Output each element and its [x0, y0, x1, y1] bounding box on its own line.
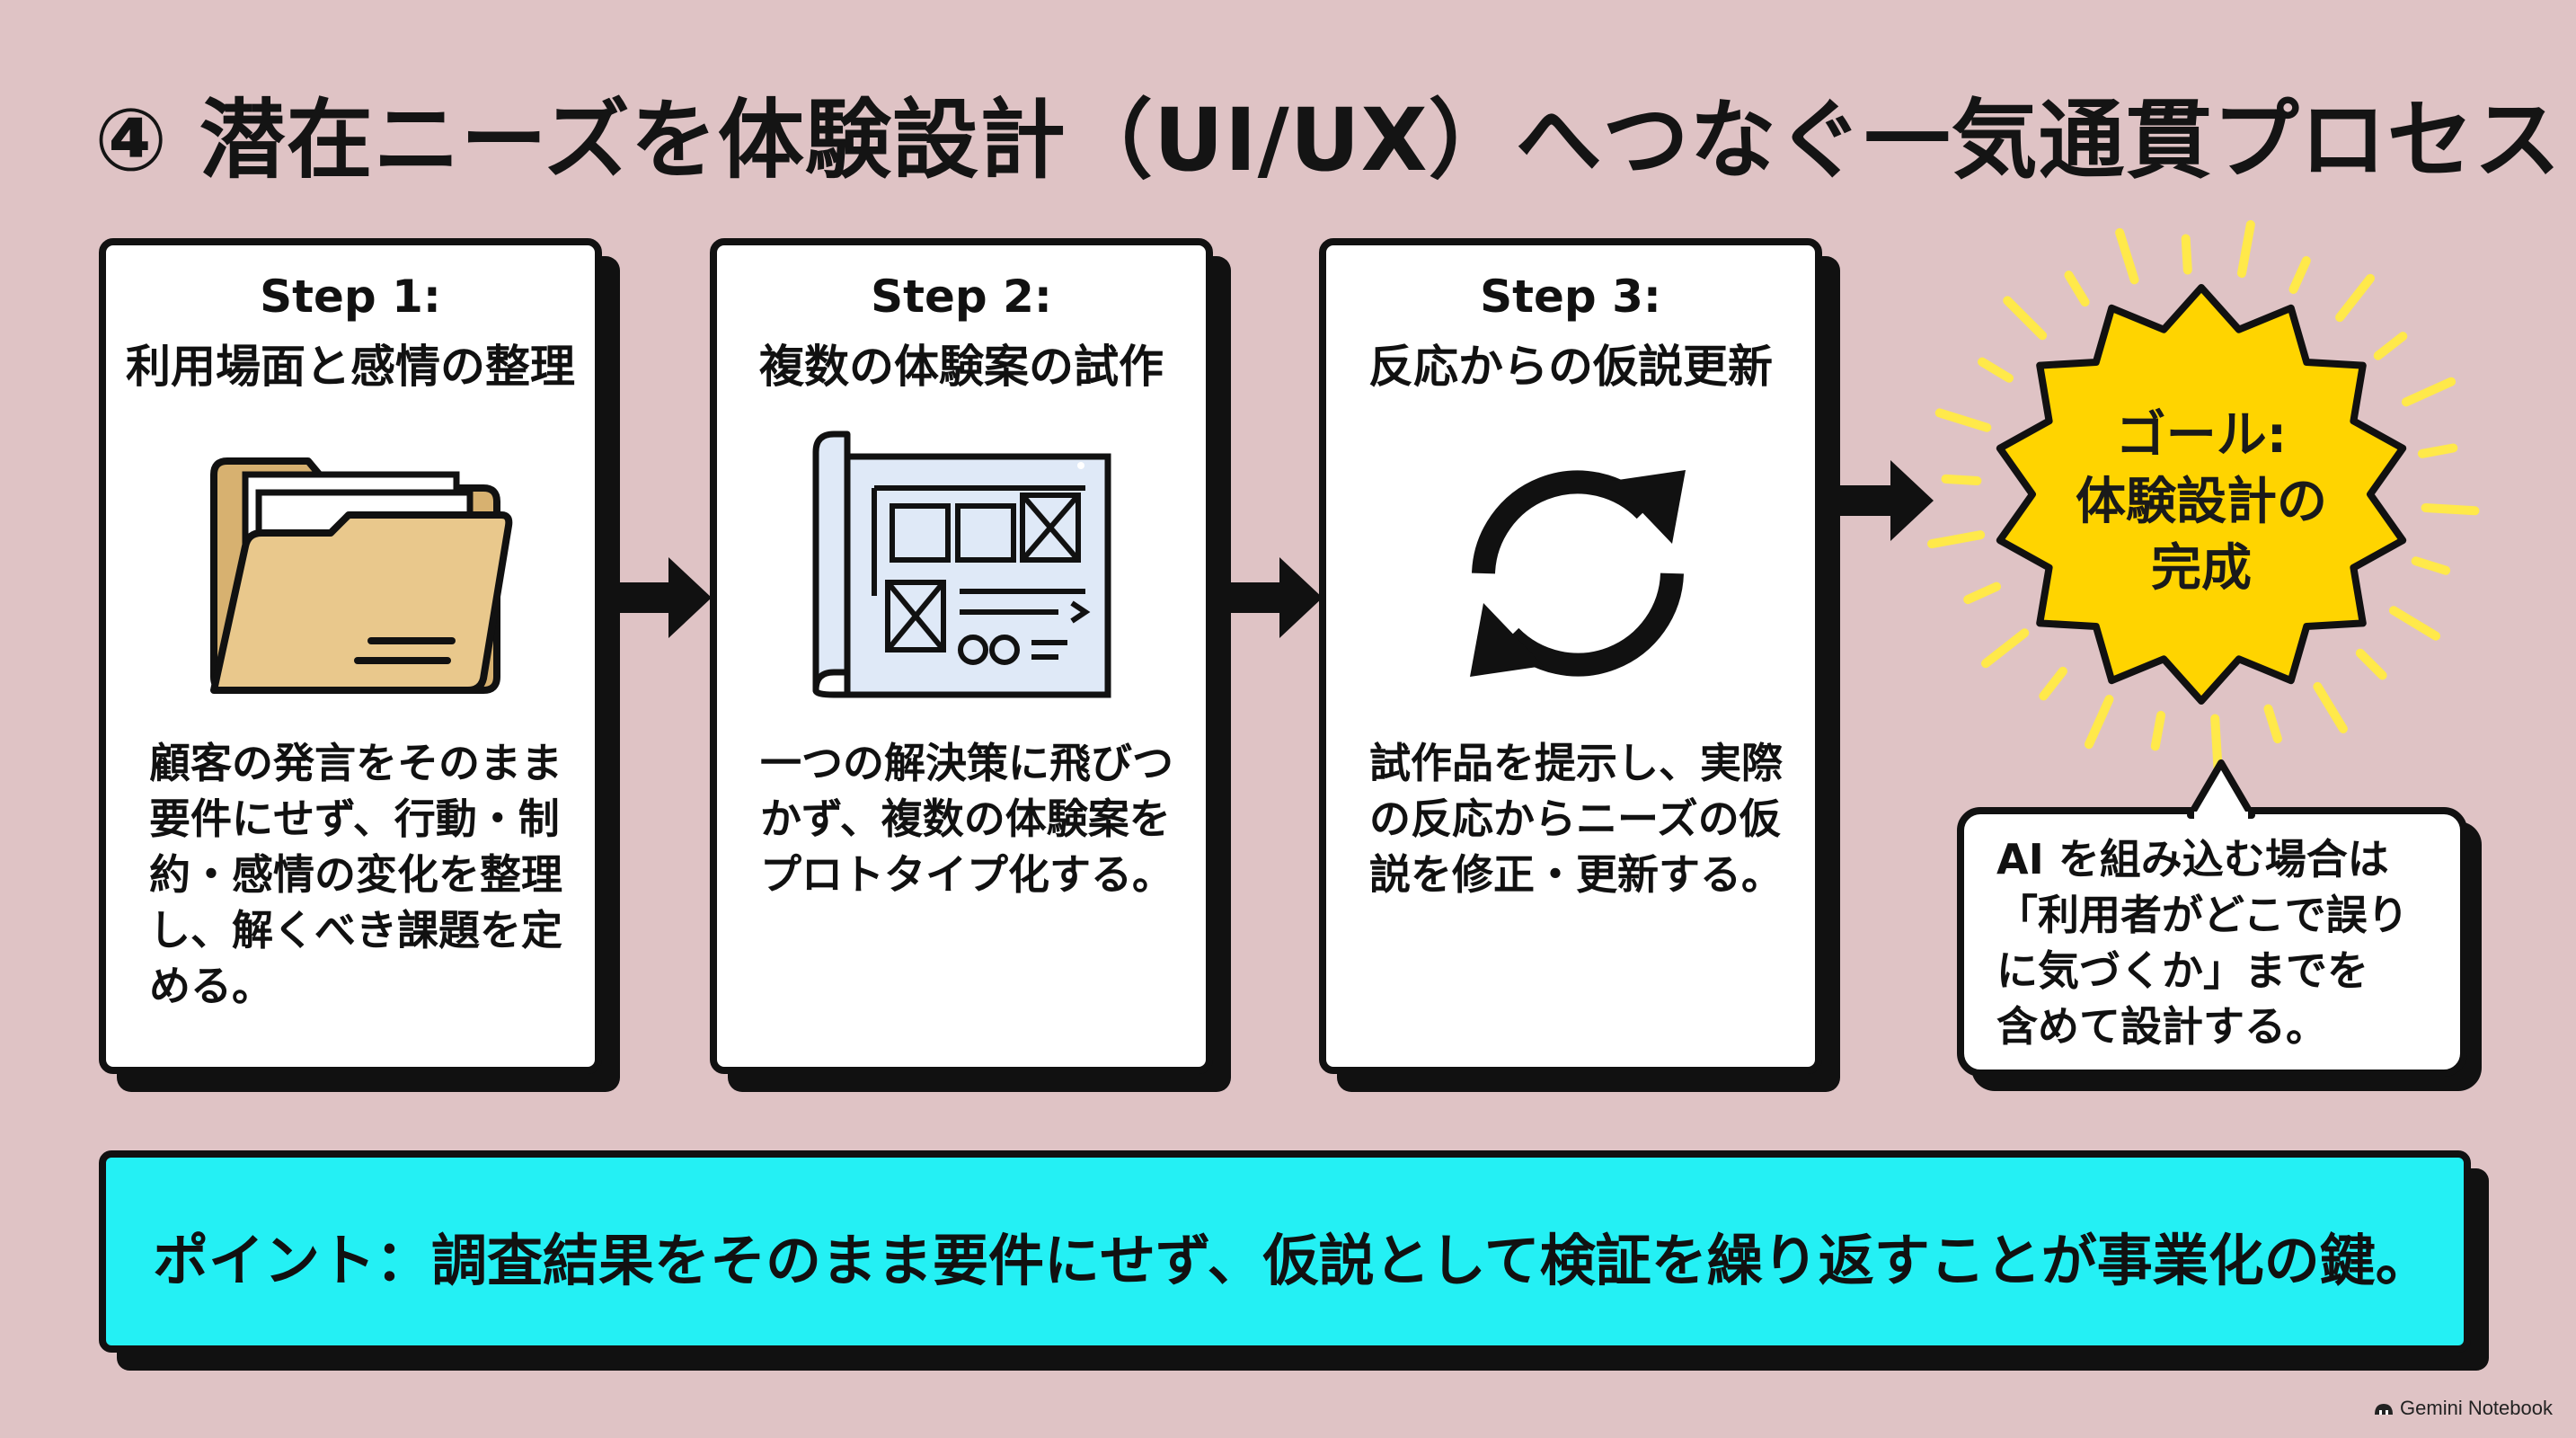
- page-title: ④ 潜在ニーズを体験設計（UI/UX）へつなぐ一気通貫プロセス: [94, 90, 2562, 191]
- sun-ray: [2003, 296, 2048, 341]
- sun-ray: [2084, 695, 2114, 750]
- arrow-right-icon: [1224, 557, 1323, 638]
- sun-ray: [2064, 271, 2090, 307]
- sun-ray: [2421, 502, 2480, 516]
- step-label: Step 2:: [871, 271, 1052, 323]
- wireframe-blueprint-icon: [812, 431, 1111, 698]
- footer-watermark: Gemini Notebook: [2373, 1397, 2553, 1420]
- refresh-cycle-icon: [1470, 470, 1686, 677]
- step-description: 試作品を提示し、実際 の反応からニーズの仮 説を修正・更新する。: [1369, 739, 1783, 899]
- step-label: Step 1:: [260, 271, 441, 323]
- sun-ray: [2401, 377, 2456, 407]
- sun-ray: [2210, 714, 2223, 773]
- sun-ray: [1978, 357, 2014, 383]
- sun-ray: [1963, 581, 2002, 605]
- sun-ray: [2181, 234, 2192, 275]
- step-description: 一つの解決策に飛びつ かず、複数の体験案を プロトタイプ化する。: [760, 739, 1173, 899]
- arrow-right-icon: [1835, 460, 1934, 541]
- step-heading: 利用場面と感情の整理: [126, 341, 575, 393]
- sun-ray: [2373, 332, 2408, 360]
- footer-text: Gemini Notebook: [2400, 1397, 2553, 1419]
- sun-ray: [2039, 666, 2067, 701]
- point-text: ポイント：調査結果をそのまま要件にせず、仮説として検証を繰り返すことが事業化の鍵…: [153, 1228, 2431, 1293]
- step-heading: 複数の体験案の試作: [759, 341, 1164, 393]
- step-heading: 反応からの仮説更新: [1368, 341, 1773, 393]
- step-label: Step 3:: [1480, 271, 1661, 323]
- step-1-card: Step 1: 利用場面と感情の整理 顧客の発言をそのまま 要件にせず、行動・制…: [99, 238, 602, 1074]
- sun-ray: [1934, 408, 1992, 432]
- step-3-card: Step 3: 反応からの仮説更新 試作品を提示し、実際 の反応からニーズの仮 …: [1319, 238, 1822, 1074]
- note-bubble: [1957, 807, 2467, 1077]
- sun-ray: [2313, 681, 2348, 733]
- step-2-card: Step 2: 複数の体験案の試作 一つの解決策に飛びつ: [710, 238, 1213, 1074]
- folder-icon: [210, 457, 513, 694]
- note-text: AI を組み込む場合は 「利用者がどこで誤り に気づくか」までを 含めて設計する…: [1996, 835, 2409, 1051]
- goal-label: ゴール: 体験設計の 完成: [2076, 406, 2327, 598]
- arrow-right-icon: [613, 557, 712, 638]
- sun-ray: [2263, 704, 2282, 744]
- sun-ray: [2335, 273, 2375, 323]
- sunburst-icon: [1927, 219, 2480, 773]
- sun-ray: [2417, 443, 2458, 458]
- notebook-logo-icon: [2375, 1404, 2394, 1415]
- sun-ray: [1980, 628, 2030, 669]
- sun-ray: [2150, 710, 2166, 751]
- sun-ray: [2388, 606, 2441, 641]
- sun-ray: [2411, 556, 2451, 575]
- sun-ray: [2236, 219, 2255, 279]
- step-description: 顧客の発言をそのまま 要件にせず、行動・制 約・感情の変化を整理 し、解くべき課…: [149, 739, 562, 1010]
- sun-ray: [2288, 256, 2311, 294]
- point-banner: [99, 1150, 2471, 1353]
- sun-ray: [2355, 648, 2387, 680]
- bubble-tail: [2187, 759, 2255, 819]
- sun-ray: [1941, 474, 1982, 486]
- sun-ray: [1927, 530, 1986, 549]
- sun-ray: [2115, 227, 2139, 285]
